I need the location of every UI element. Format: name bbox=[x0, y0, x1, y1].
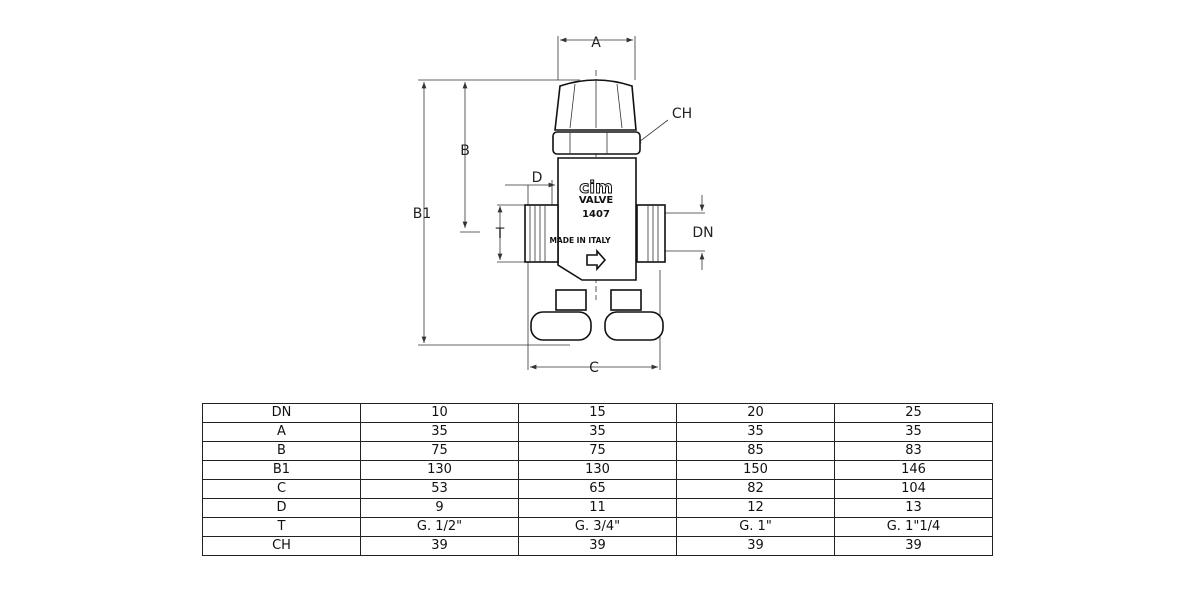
table-cell: 150 bbox=[676, 460, 835, 480]
table-cell: 13 bbox=[834, 498, 993, 518]
table-cell: 15 bbox=[518, 403, 677, 423]
valve-dimension-drawing: cim VALVE 1407 MADE IN ITALY A B B1 CH D… bbox=[413, 35, 714, 376]
table-cell: 35 bbox=[360, 422, 519, 442]
row-header: CH bbox=[202, 536, 361, 556]
model-text: VALVE bbox=[579, 195, 614, 206]
table-cell: 20 bbox=[676, 403, 835, 423]
table-cell: 82 bbox=[676, 479, 835, 499]
label-b: B bbox=[460, 143, 470, 159]
row-header: D bbox=[202, 498, 361, 518]
table-cell: 35 bbox=[518, 422, 677, 442]
table-cell: 39 bbox=[834, 536, 993, 556]
origin-text: MADE IN ITALY bbox=[549, 236, 611, 245]
table-cell: 9 bbox=[360, 498, 519, 518]
table-cell: 130 bbox=[518, 460, 677, 480]
table-cell: G. 3/4" bbox=[518, 517, 677, 537]
label-t: T bbox=[495, 226, 505, 242]
table-cell: 130 bbox=[360, 460, 519, 480]
row-header: C bbox=[202, 479, 361, 499]
table-cell: 11 bbox=[518, 498, 677, 518]
table-cell: 75 bbox=[360, 441, 519, 461]
table-cell: 35 bbox=[834, 422, 993, 442]
table-cell: G. 1/2" bbox=[360, 517, 519, 537]
row-header: DN bbox=[202, 403, 361, 423]
model-number: 1407 bbox=[582, 209, 610, 220]
row-header: B1 bbox=[202, 460, 361, 480]
table-cell: 10 bbox=[360, 403, 519, 423]
table-cell: 85 bbox=[676, 441, 835, 461]
table-cell: 146 bbox=[834, 460, 993, 480]
table-cell: 39 bbox=[676, 536, 835, 556]
label-dn: DN bbox=[692, 225, 713, 241]
flow-arrow-icon bbox=[586, 248, 607, 272]
table-cell: 25 bbox=[834, 403, 993, 423]
brand-logo: cim bbox=[579, 178, 613, 198]
table-cell: 104 bbox=[834, 479, 993, 499]
label-d: D bbox=[532, 170, 543, 186]
label-c: C bbox=[589, 360, 599, 376]
table-cell: 65 bbox=[518, 479, 677, 499]
table-cell: 39 bbox=[360, 536, 519, 556]
valve-illustration: cim VALVE 1407 MADE IN ITALY bbox=[524, 79, 666, 341]
row-header: A bbox=[202, 422, 361, 442]
table-cell: 83 bbox=[834, 441, 993, 461]
table-cell: 12 bbox=[676, 498, 835, 518]
label-b1: B1 bbox=[413, 206, 432, 222]
table-cell: 53 bbox=[360, 479, 519, 499]
table-cell: 35 bbox=[676, 422, 835, 442]
table-cell: G. 1"1/4 bbox=[834, 517, 993, 537]
row-header: T bbox=[202, 517, 361, 537]
table-cell: 39 bbox=[518, 536, 677, 556]
label-a: A bbox=[591, 35, 601, 51]
row-header: B bbox=[202, 441, 361, 461]
label-ch: CH bbox=[672, 106, 692, 122]
table-cell: 75 bbox=[518, 441, 677, 461]
table-cell: G. 1" bbox=[676, 517, 835, 537]
